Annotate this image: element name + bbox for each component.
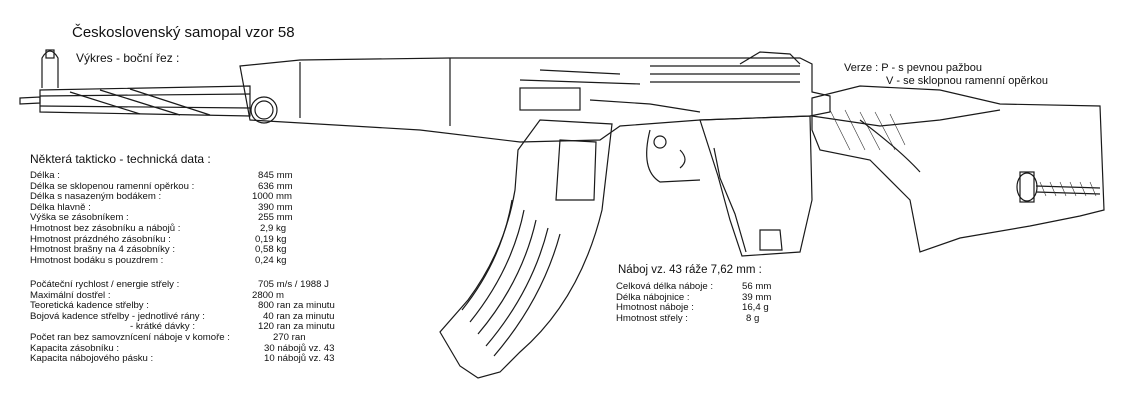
table-row: Délka hlavně : 390 mm (30, 201, 330, 214)
table-row: Celková délka náboje : 56 mm (616, 281, 786, 293)
table-row: Délka : 845 mm (30, 170, 330, 182)
row-value: 56 mm (742, 281, 772, 292)
row-label: Délka nábojnice : (616, 291, 690, 303)
row-label: Hmotnost prázdného zásobníku : (30, 233, 171, 245)
row-value: 10 nábojů vz. 43 (264, 353, 335, 365)
row-value: 705 m/s / 1988 J (258, 279, 329, 290)
row-value: 845 mm (258, 170, 293, 181)
table-row: Počáteční rychlost / energie střely : 705… (30, 279, 370, 291)
table-row: Hmotnost náboje : 16,4 g (616, 303, 786, 314)
tech-data-group1: Délka : 845 mm Délka se sklopenou ramenní… (30, 170, 330, 267)
ammo-table: Celková délka náboje : 56 mm Délka nábojn… (616, 281, 786, 325)
table-row: Kapacita zásobníku : 30 nábojů vz. 43 (30, 342, 370, 355)
pistol-grip (646, 115, 813, 257)
barrel (19, 85, 251, 117)
row-value: 0,24 kg (255, 254, 287, 266)
row-label: Počet ran bez samovznícení náboje v komo… (30, 331, 230, 343)
row-label: - krátké dávky : (130, 321, 196, 333)
stock (811, 85, 1105, 253)
row-label: Délka hlavně : (30, 201, 91, 213)
table-row: Bojová kadence střelby - jednotlivé rány… (30, 310, 370, 323)
table-row: Hmotnost bodáku s pouzdrem : 0,24 kg (30, 254, 330, 267)
row-label: Délka se sklopenou ramenní opěrkou : (30, 180, 195, 192)
row-label: Celková délka náboje : (616, 281, 714, 292)
sling-ring (250, 96, 278, 124)
table-row: Hmotnost brašny na 4 zásobníky : 0,58 kg (30, 245, 330, 256)
table-row: Délka s nasazeným bodákem : 1000 mm (30, 192, 330, 203)
buttplate-ring (1016, 171, 1101, 203)
row-value: 270 ran (273, 331, 306, 343)
row-value: 8 g (746, 312, 760, 324)
row-label: Kapacita zásobníku : (30, 342, 120, 354)
row-value: 255 mm (258, 212, 293, 224)
page-title: Československý samopal vzor 58 (72, 24, 295, 41)
row-value: 2800 m (252, 289, 284, 301)
row-value: 390 mm (258, 201, 293, 213)
version-p: Verze : P - s pevnou pažbou (844, 62, 982, 74)
row-label: Délka : (30, 170, 60, 181)
row-value: 120 ran za minutu (258, 321, 335, 333)
row-label: Bojová kadence střelby - jednotlivé rány… (30, 310, 205, 322)
table-row: Hmotnost bez zásobníku a nábojů : 2,9 kg (30, 222, 330, 235)
row-value: 0,19 kg (255, 233, 287, 245)
row-value: 1000 mm (252, 191, 292, 203)
row-label: Hmotnost náboje : (616, 302, 694, 314)
receiver (239, 57, 831, 143)
tech-data-group2: Počáteční rychlost / energie střely : 705… (30, 279, 370, 365)
table-row: Výška se zásobníkem : 255 mm (30, 213, 330, 224)
row-value: 40 ran za minutu (263, 310, 335, 322)
table-row: Délka se sklopenou ramenní opěrkou : 636 … (30, 180, 330, 193)
table-row: Maximální dostřel : 2800 m (30, 289, 370, 302)
row-value: 16,4 g (742, 302, 769, 314)
row-label: Počáteční rychlost / energie střely : (30, 279, 180, 290)
front-sight (41, 49, 59, 88)
row-label: Kapacita nábojového pásku : (30, 353, 154, 365)
row-label: Hmotnost střely : (616, 312, 688, 324)
table-row: - krátké dávky : 120 ran za minutu (30, 322, 370, 333)
table-row: Hmotnost střely : 8 g (616, 312, 786, 325)
table-row: Hmotnost prázdného zásobníku : 0,19 kg (30, 233, 330, 246)
row-value: 0,58 kg (255, 244, 287, 256)
row-label: Délka s nasazeným bodákem : (30, 191, 162, 203)
row-label: Hmotnost bez zásobníku a nábojů : (30, 222, 181, 234)
tech-data-heading: Některá takticko - technická data : (30, 152, 211, 166)
rear-sight (739, 51, 801, 65)
versions-legend: Verze : P - s pevnou pažbou V - se sklop… (844, 62, 1048, 88)
row-value: 2,9 kg (260, 222, 287, 234)
row-label: Hmotnost bodáku s pouzdrem : (30, 254, 164, 266)
version-v: V - se sklopnou ramenní opěrkou (886, 75, 1049, 87)
row-label: Teoretická kadence střelby : (30, 300, 149, 312)
magazine (439, 119, 613, 379)
row-value: 39 mm (742, 291, 772, 303)
table-row: Kapacita nábojového pásku : 10 nábojů vz.… (30, 354, 370, 365)
table-row: Počet ran bez samovznícení náboje v komo… (30, 331, 370, 344)
row-value: 30 nábojů vz. 43 (264, 342, 335, 354)
row-value: 636 mm (258, 180, 293, 192)
table-row: Délka nábojnice : 39 mm (616, 291, 786, 304)
row-label: Maximální dostřel : (30, 289, 111, 301)
row-label: Hmotnost brašny na 4 zásobníky : (30, 244, 176, 256)
ammo-heading: Náboj vz. 43 ráže 7,62 mm : (618, 264, 762, 276)
row-label: Výška se zásobníkem : (30, 212, 129, 224)
drawing-subtitle: Výkres - boční řez : (76, 51, 180, 65)
table-row: Teoretická kadence střelby : 800 ran za m… (30, 301, 370, 312)
row-value: 800 ran za minutu (258, 300, 335, 312)
